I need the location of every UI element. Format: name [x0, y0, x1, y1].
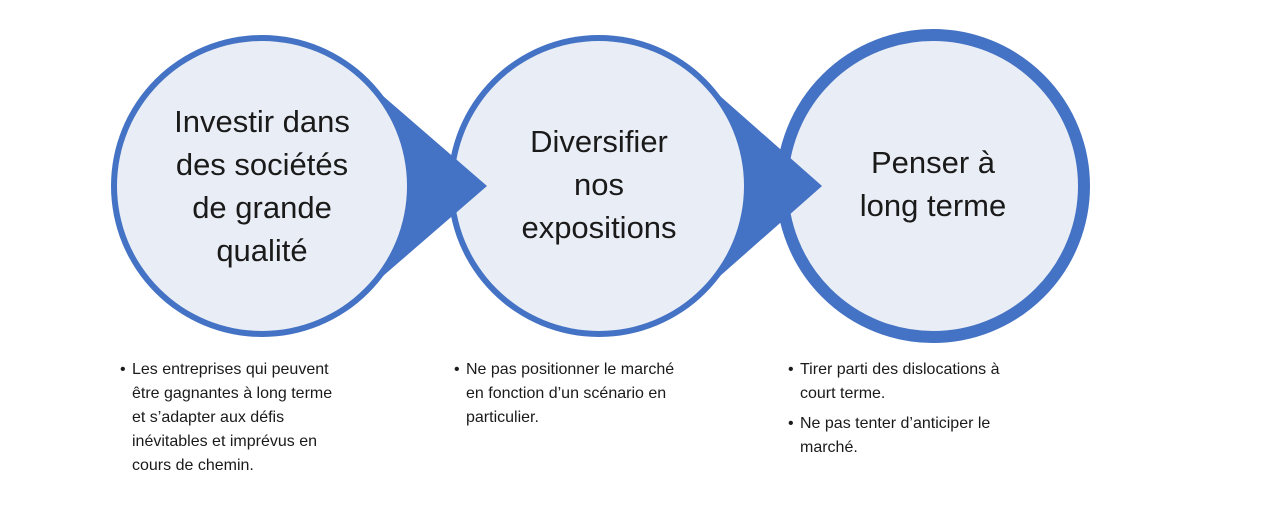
step-2-title-line: Diversifier	[530, 123, 668, 159]
step-1-title-line: de grande	[192, 190, 332, 225]
bullet-dot-icon: •	[454, 361, 460, 378]
step-2-arrow	[720, 96, 822, 276]
bullet-line: Tirer parti des dislocations à	[800, 361, 1000, 378]
step-2-title-line: nos	[574, 166, 624, 202]
bullet-item: • Les entreprises qui peuvent être gagna…	[120, 358, 332, 478]
step-3-bullets: • Tirer parti des dislocations à court t…	[788, 358, 1000, 466]
bullet-dot-icon: •	[120, 361, 126, 378]
step-2-bullets: • Ne pas positionner le marché en foncti…	[454, 358, 674, 436]
step-1-arrow	[383, 96, 487, 276]
bullet-line: marché.	[800, 439, 858, 456]
bullet-dot-icon: •	[788, 415, 794, 432]
bullet-item: • Ne pas tenter d’anticiper le marché.	[788, 412, 1000, 460]
bullet-item: • Tirer parti des dislocations à court t…	[788, 358, 1000, 406]
bullet-dot-icon: •	[788, 361, 794, 378]
step-2-title-line: expositions	[521, 209, 677, 245]
step-2-shape	[448, 35, 822, 337]
step-1-shape	[111, 35, 487, 337]
step-1-title-line: Investir dans	[174, 104, 350, 139]
step-1-circle-inner	[117, 41, 407, 331]
bullet-line: Ne pas tenter d’anticiper le	[800, 415, 991, 432]
bullet-line: Les entreprises qui peuvent	[132, 361, 329, 378]
step-3-title-line: Penser à	[870, 145, 996, 180]
bullet-line: être gagnantes à long terme	[132, 385, 333, 402]
bullet-line: particulier.	[466, 409, 539, 426]
step-3-title-line: long terme	[859, 188, 1007, 223]
step-1-title-line: des sociétés	[175, 147, 349, 182]
step-1-bullets: • Les entreprises qui peuvent être gagna…	[120, 358, 332, 484]
bullet-line: Ne pas positionner le marché	[466, 361, 675, 378]
step-1-title-line: qualité	[216, 233, 308, 268]
bullet-line: cours de chemin.	[132, 457, 254, 474]
step-1-title: Investir dans des sociétés de grande qua…	[132, 56, 392, 316]
step-2-title: Diversifier nos expositions	[469, 54, 729, 314]
step-3-title: Penser à long terme	[803, 54, 1063, 314]
bullet-item: • Ne pas positionner le marché en foncti…	[454, 358, 674, 430]
bullet-line: court terme.	[800, 385, 886, 402]
bullet-line: inévitables et imprévus en	[132, 433, 317, 450]
bullet-line: en fonction d’un scénario en	[466, 385, 667, 402]
bullet-line: et s’adapter aux défis	[132, 409, 285, 426]
step-2-circle-inner	[454, 41, 744, 331]
